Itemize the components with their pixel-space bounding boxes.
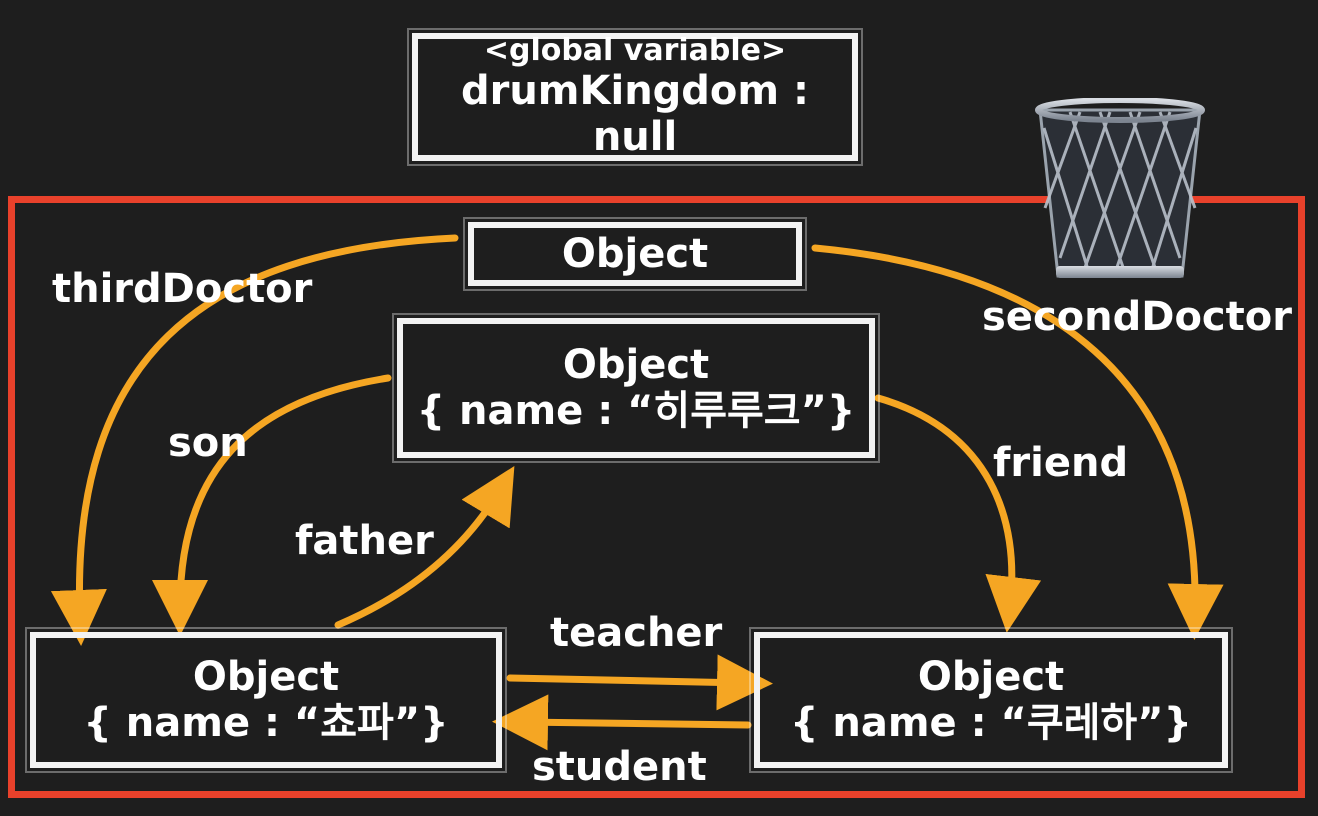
- object-kureha-name: { name : “쿠레하”}: [790, 700, 1192, 746]
- object-root: Object: [463, 217, 807, 291]
- label-friend: friend: [993, 440, 1129, 486]
- object-chopper-title: Object: [192, 654, 340, 700]
- arrow-father: [334, 465, 515, 629]
- global-variable-value: drumKingdom : null: [460, 68, 810, 161]
- object-kureha-title: Object: [917, 654, 1065, 700]
- trash-can-icon: [1035, 98, 1205, 278]
- label-third-doctor: thirdDoctor: [52, 266, 313, 312]
- object-chopper-name: { name : “쵸파”}: [83, 700, 449, 746]
- label-second-doctor: secondDoctor: [982, 294, 1292, 340]
- object-root-title: Object: [561, 231, 709, 277]
- arrow-second-doctor: [811, 244, 1224, 640]
- arrow-son: [152, 374, 392, 636]
- object-kureha: Object { name : “쿠레하”}: [749, 627, 1233, 773]
- arrow-teacher: [506, 654, 773, 711]
- arrow-third-doctor: [50, 234, 459, 646]
- arrow-friend: [874, 394, 1042, 633]
- label-student: student: [532, 744, 707, 790]
- global-variable-box: <global variable> drumKingdom : null: [407, 28, 863, 166]
- global-variable-heading: <global variable>: [483, 32, 787, 68]
- label-teacher: teacher: [550, 610, 723, 656]
- object-region: [8, 196, 1305, 798]
- object-hiluluk-name: { name : “히루루크”}: [416, 388, 856, 434]
- label-son: son: [168, 420, 248, 466]
- object-chopper: Object { name : “쵸파”}: [25, 627, 507, 773]
- arrow-student: [492, 694, 752, 751]
- object-hiluluk: Object { name : “히루루크”}: [392, 313, 880, 463]
- label-father: father: [295, 518, 434, 564]
- object-hiluluk-title: Object: [562, 342, 710, 388]
